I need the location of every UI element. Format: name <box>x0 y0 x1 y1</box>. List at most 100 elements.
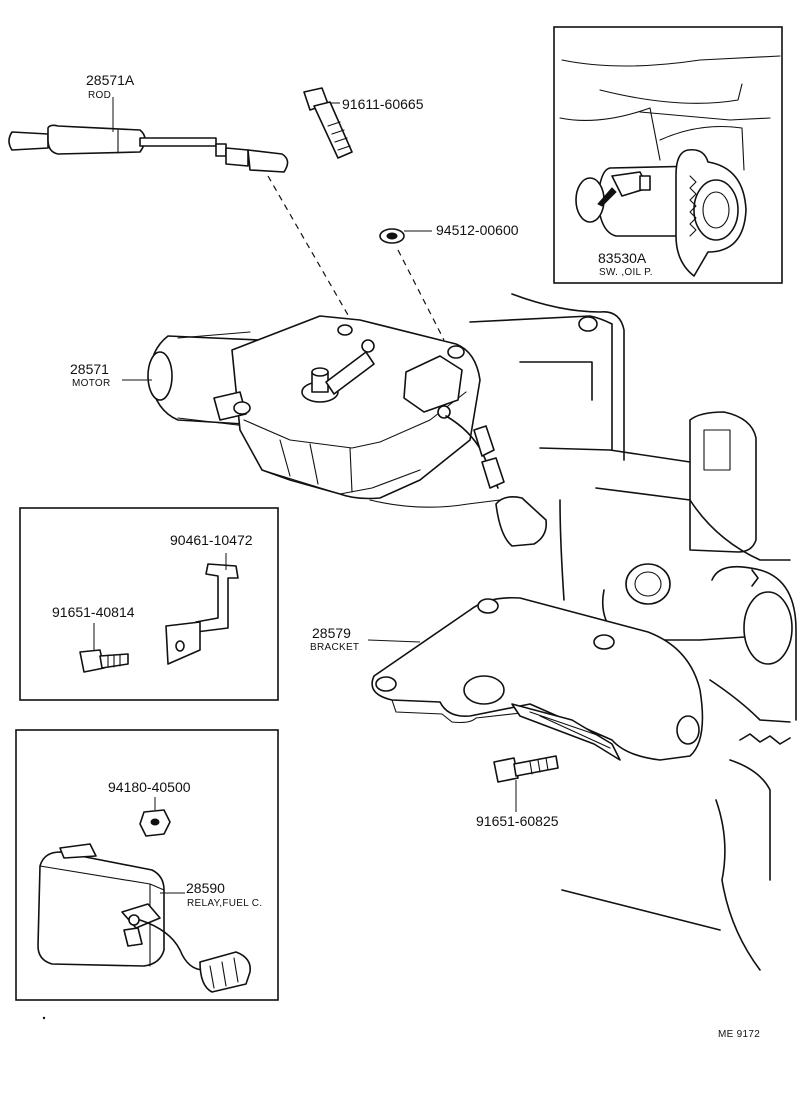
oil-switch-part-number: 83530A <box>598 250 647 266</box>
nut-hole <box>150 818 160 826</box>
engine-outline <box>561 889 721 931</box>
bracket-bolt-thread <box>529 757 549 775</box>
bracket-hole <box>593 634 615 650</box>
bracket-bolt-shank <box>513 755 559 777</box>
inset-clamp <box>19 507 279 701</box>
inset-engine-line <box>559 107 661 161</box>
housing-end <box>575 177 605 223</box>
engine-outline <box>715 799 761 971</box>
bracket-plate <box>371 596 704 761</box>
washer <box>379 228 405 244</box>
oil-switch-part-name: SW. ,OIL P. <box>599 267 653 278</box>
washer-hole <box>386 232 398 240</box>
bracket-hole <box>375 676 397 692</box>
bracket-bolt-head <box>493 757 519 783</box>
bracket-large-hole <box>463 675 505 705</box>
oil-filter-cap-inner <box>702 191 730 229</box>
engine-boss-slot <box>703 429 731 471</box>
bolt-top-shank <box>313 101 353 159</box>
engine-boss <box>689 411 757 553</box>
motor-can-edge <box>177 331 251 427</box>
bracket-rib <box>511 703 621 761</box>
motor-crank-arm <box>325 351 375 395</box>
relay-grommet <box>128 914 140 926</box>
rod-part-number: 28571A <box>86 72 135 88</box>
bracket <box>371 596 704 761</box>
clamp-part-number: 90461-10472 <box>170 532 253 548</box>
rod-end-right <box>247 149 289 173</box>
gearbox-ribs <box>279 439 353 493</box>
nut-part-number: 94180-40500 <box>108 779 191 795</box>
inset-relay-frame <box>15 729 279 1001</box>
wire-grommet <box>437 405 451 419</box>
inset-engine-line <box>639 111 771 121</box>
engine-outline <box>559 499 565 601</box>
oil-switch-tip <box>597 187 617 207</box>
oil-switch-hex <box>639 175 651 191</box>
engine-port <box>625 563 671 605</box>
bolt-top-part-number: 91611-60665 <box>342 96 424 112</box>
relay-wire <box>139 919 205 971</box>
motor-shaft-nut <box>311 367 329 377</box>
engine-cylinder <box>743 591 793 665</box>
engine-outline <box>595 487 791 561</box>
engine-outline <box>729 759 771 881</box>
clamp-hole <box>175 640 185 652</box>
bracket-part-name: BRACKET <box>310 642 359 653</box>
relay-bracket <box>59 843 97 859</box>
engine-edge <box>751 569 759 587</box>
engine-edge <box>739 733 791 745</box>
engine-block <box>469 293 797 971</box>
relay-part-number: 28590 <box>186 880 225 896</box>
rod <box>8 124 289 173</box>
inset-engine-line <box>599 83 743 104</box>
rod-alignment-line <box>267 175 353 323</box>
flange-teeth <box>689 175 697 237</box>
crank-pin <box>361 339 375 353</box>
bracket-part-number: 28579 <box>312 625 351 641</box>
inset-relay <box>15 729 279 1001</box>
engine-port-inner <box>634 571 662 597</box>
bracket-thickness <box>391 699 531 724</box>
inset-engine-line <box>659 126 745 171</box>
engine-outline <box>511 293 625 461</box>
rod-collar <box>215 143 227 157</box>
bracket-hole <box>676 715 700 745</box>
engine-outline <box>539 447 691 463</box>
washer-alignment-line <box>397 249 445 341</box>
relay-clip <box>123 927 143 947</box>
rod-end-left <box>8 131 49 151</box>
motor-part-name: MOTOR <box>72 378 111 389</box>
oil-filter-cap <box>693 179 739 241</box>
bolt-top <box>303 87 353 159</box>
small-bolt-thread <box>107 654 121 668</box>
engine-outline <box>711 565 797 721</box>
gearbox-bolt <box>337 324 353 336</box>
page-mark <box>42 1016 46 1020</box>
bracket-bolt <box>493 755 559 783</box>
engine-outline <box>469 315 613 451</box>
wire-sleeve <box>473 425 495 457</box>
clamp-bracket <box>195 563 239 633</box>
gearbox-seam <box>243 391 467 449</box>
bracket-leader <box>367 639 421 643</box>
small-bolt-part-number: 91651-40814 <box>52 604 135 620</box>
rod-cylinder <box>47 124 146 155</box>
gearbox-bolt <box>447 345 465 359</box>
washer-part-number: 94512-00600 <box>436 222 519 238</box>
diagram-code: ME 9172 <box>718 1029 760 1040</box>
bolt-top-thread <box>327 121 351 151</box>
motor-mount-hole <box>233 401 251 415</box>
wire-sleeve <box>481 457 505 489</box>
motor-part-number: 28571 <box>70 361 109 377</box>
bracket-bolt-part-number: 91651-60825 <box>476 813 559 829</box>
inset-engine-line <box>561 55 781 67</box>
relay-part-name: RELAY,FUEL C. <box>187 898 262 909</box>
bracket-rib-lines <box>529 711 611 749</box>
inset-oil-switch <box>553 26 783 284</box>
motor-end-cap <box>147 351 173 401</box>
motor-connector <box>403 355 463 413</box>
relay-connector <box>199 951 252 993</box>
